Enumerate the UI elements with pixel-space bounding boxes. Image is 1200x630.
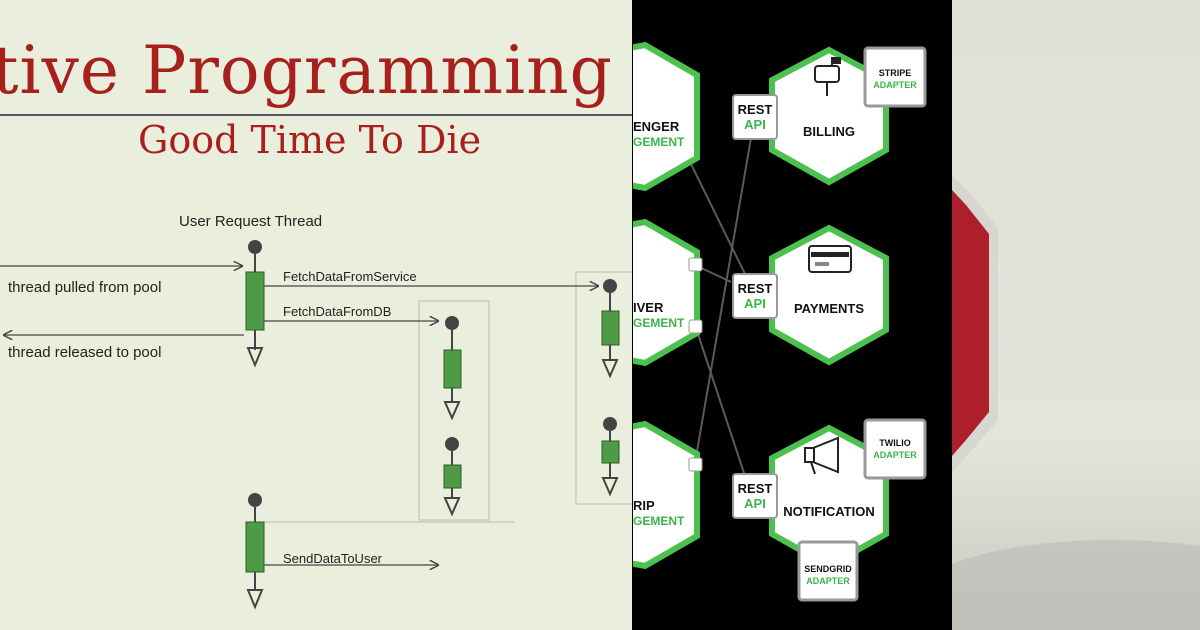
api-label: API bbox=[744, 296, 766, 311]
slide-title: tive Programming in bbox=[0, 32, 632, 109]
api-label: API bbox=[744, 117, 766, 132]
send-user-label: SendDataToUser bbox=[283, 551, 382, 566]
fetch-service-label: FetchDataFromService bbox=[283, 269, 417, 284]
driver-port-1 bbox=[688, 257, 703, 272]
trip-line1: RIP bbox=[633, 498, 655, 513]
rest-api-box-billing: REST API bbox=[732, 94, 778, 140]
db-lifeline-1 bbox=[443, 316, 462, 421]
title-divider bbox=[0, 114, 632, 116]
user-thread-lifeline bbox=[245, 240, 265, 368]
driver-line1: IVER bbox=[633, 300, 664, 315]
driver-line2: GEMENT bbox=[633, 316, 685, 330]
slide-subtitle: Good Time To Die bbox=[138, 118, 482, 162]
svg-text:SENDGRID: SENDGRID bbox=[804, 564, 852, 574]
driver-port-2 bbox=[688, 319, 703, 334]
svg-text:STRIPE: STRIPE bbox=[879, 68, 912, 78]
pulled-label: thread pulled from pool bbox=[8, 279, 162, 296]
billing-label: BILLING bbox=[803, 124, 855, 139]
trip-management-hex: RIP GEMENT bbox=[633, 420, 700, 570]
service-lifeline-1 bbox=[601, 279, 620, 379]
trip-line2: GEMENT bbox=[633, 514, 685, 528]
service-frame bbox=[575, 271, 632, 505]
stop-sign-image bbox=[952, 0, 1200, 630]
stripe-adapter-box: STRIPE ADAPTER bbox=[863, 46, 927, 108]
payments-label: PAYMENTS bbox=[794, 301, 864, 316]
payments-hex: PAYMENTS bbox=[769, 224, 889, 366]
rest-api-box-payments: REST API bbox=[732, 273, 778, 319]
megaphone-icon bbox=[804, 436, 839, 475]
svg-text:ADAPTER: ADAPTER bbox=[873, 450, 917, 460]
svg-text:ADAPTER: ADAPTER bbox=[806, 576, 850, 586]
send-lifeline bbox=[245, 493, 265, 610]
reactive-programming-panel: tive Programming in Good Time To Die bbox=[0, 0, 632, 630]
microservice-diagram: ENGER GEMENT IVER GEMENT RIP GEMENT bbox=[633, 41, 927, 602]
twilio-adapter-box: TWILIO ADAPTER bbox=[863, 418, 927, 480]
svg-text:TWILIO: TWILIO bbox=[879, 438, 911, 448]
passenger-line1: ENGER bbox=[633, 119, 680, 134]
notification-hex: NOTIFICATION bbox=[769, 424, 889, 570]
rest-label: REST bbox=[738, 481, 773, 496]
thread-diagram bbox=[0, 240, 632, 610]
driver-management-hex: IVER GEMENT bbox=[633, 218, 700, 367]
thread-label: User Request Thread bbox=[179, 213, 323, 230]
stop-sign-edge bbox=[952, 175, 998, 472]
db-frame bbox=[418, 300, 490, 521]
db-lifeline-2 bbox=[443, 437, 462, 517]
rest-api-box-notification: REST API bbox=[732, 473, 778, 519]
svg-text:ADAPTER: ADAPTER bbox=[873, 80, 917, 90]
mailbox-icon bbox=[814, 57, 841, 96]
fetch-db-label: FetchDataFromDB bbox=[283, 304, 392, 319]
sendgrid-adapter-box: SENDGRID ADAPTER bbox=[797, 540, 859, 602]
passenger-management-hex: ENGER GEMENT bbox=[633, 41, 700, 192]
service-lifeline-2 bbox=[601, 417, 620, 497]
credit-card-icon bbox=[808, 245, 852, 273]
released-label: thread released to pool bbox=[8, 344, 162, 361]
trip-port bbox=[688, 457, 703, 472]
passenger-line2: GEMENT bbox=[633, 135, 685, 149]
stop-sign-photo bbox=[952, 0, 1200, 630]
notification-label: NOTIFICATION bbox=[783, 504, 874, 519]
microservices-panel: ENGER GEMENT IVER GEMENT RIP GEMENT bbox=[633, 0, 949, 630]
api-label: API bbox=[744, 496, 766, 511]
rest-label: REST bbox=[738, 281, 773, 296]
rest-label: REST bbox=[738, 102, 773, 117]
